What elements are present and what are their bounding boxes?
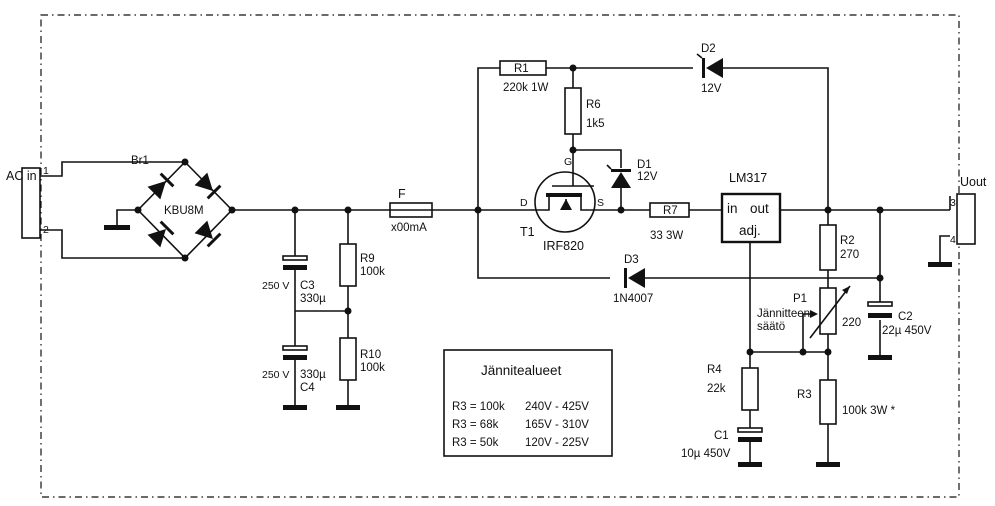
table-row-1-range: 240V - 425V xyxy=(525,401,589,413)
mosfet-t1: G D S T1 IRF820 xyxy=(520,156,604,253)
r2-value: 270 xyxy=(840,249,859,261)
resistor-r3: R3 100k 3W * xyxy=(797,379,896,425)
ground-symbol xyxy=(816,462,840,467)
junction-dots xyxy=(134,64,884,356)
uout-label: Uout xyxy=(960,175,987,189)
capacitor-c3: 250 V C3 330µ xyxy=(262,255,326,305)
r2-ref: R2 xyxy=(840,235,855,247)
c3-voltage: 250 V xyxy=(262,280,289,292)
output-connector: Uout 3 4 xyxy=(950,175,987,246)
c3-ref: C3 xyxy=(300,280,315,292)
resistor-r1: R1 220k 1W xyxy=(499,60,549,94)
r1-value: 220k 1W xyxy=(503,82,549,94)
p1-value: 220 xyxy=(842,317,861,329)
table-row-2-setting: R3 = 68k xyxy=(452,419,499,431)
r1-ref: R1 xyxy=(514,63,529,75)
c1-value: 10µ 450V xyxy=(681,448,731,460)
c4-voltage: 250 V xyxy=(262,369,289,381)
table-row-3-setting: R3 = 50k xyxy=(452,437,499,449)
capacitor-c2: C2 22µ 450V xyxy=(867,301,932,337)
resistor-r9: R9 100k xyxy=(339,243,385,287)
r7-value: 33 3W xyxy=(650,230,683,242)
ac-input-connector: AC in 1 2 xyxy=(6,165,49,239)
ground-symbol xyxy=(283,405,307,410)
ground-symbol xyxy=(868,355,892,360)
c2-ref: C2 xyxy=(898,311,913,323)
fuse-value: x00mA xyxy=(391,222,427,234)
resistor-r4: R4 22k xyxy=(707,364,759,411)
ac-in-pin-1: 1 xyxy=(43,165,49,177)
table-row-1-setting: R3 = 100k xyxy=(452,401,505,413)
r3-value: 100k 3W * xyxy=(842,405,896,417)
t1-type: IRF820 xyxy=(543,239,584,253)
ground-symbol xyxy=(738,462,762,467)
fuse-ref: F xyxy=(398,187,406,201)
r4-value: 22k xyxy=(707,383,726,395)
ground-symbol xyxy=(336,405,360,410)
r9-ref: R9 xyxy=(360,253,375,265)
br1-ref: Br1 xyxy=(131,155,149,167)
enclosure-border xyxy=(40,14,960,498)
t1-gate-label: G xyxy=(564,156,572,168)
resistor-r7: R7 33 3W xyxy=(649,202,690,242)
c4-ref: C4 xyxy=(300,382,315,394)
r4-ref: R4 xyxy=(707,364,722,376)
d1-ref: D1 xyxy=(637,159,652,171)
lm317-in: in xyxy=(727,201,738,216)
ground-symbol xyxy=(928,262,952,267)
p1-desc-line1: Jännitteen xyxy=(757,308,810,320)
uout-pin-3: 3 xyxy=(950,197,956,209)
ground-symbols xyxy=(104,225,952,467)
lm317-ref: LM317 xyxy=(729,171,767,185)
lm317-adj: adj. xyxy=(739,223,761,238)
r3-ref: R3 xyxy=(797,389,812,401)
uout-pin-4: 4 xyxy=(950,234,956,246)
capacitor-c1: C1 10µ 450V xyxy=(681,427,763,460)
regulator-lm317: LM317 in out adj. xyxy=(720,171,782,244)
resistor-r2: R2 270 xyxy=(819,224,859,271)
bridge-rectifier: Br1 KBU8M xyxy=(131,155,234,260)
table-title: Jännitealueet xyxy=(481,363,562,378)
ground-symbol xyxy=(104,225,130,230)
p1-desc-line2: säätö xyxy=(757,321,785,333)
d3-type: 1N4007 xyxy=(613,293,653,305)
r9-value: 100k xyxy=(360,266,385,278)
zener-diode-d2: D2 12V xyxy=(696,43,723,95)
d1-value: 12V xyxy=(637,171,658,183)
d2-ref: D2 xyxy=(701,43,716,55)
table-row-2-range: 165V - 310V xyxy=(525,419,589,431)
c2-value: 22µ 450V xyxy=(882,325,932,337)
t1-ref: T1 xyxy=(520,225,535,239)
c1-ref: C1 xyxy=(714,430,729,442)
ac-in-pin-2: 2 xyxy=(43,224,49,236)
fuse-f: F x00mA xyxy=(389,187,433,234)
r10-ref: R10 xyxy=(360,349,381,361)
c4-value: 330µ xyxy=(300,369,326,381)
lm317-out: out xyxy=(750,201,769,216)
t1-drain-label: D xyxy=(520,197,528,209)
resistor-r6: R6 1k5 xyxy=(564,87,605,135)
potentiometer-p1: P1 Jännitteen säätö 220 xyxy=(757,285,861,339)
c3-value: 330µ xyxy=(300,293,326,305)
t1-source-label: S xyxy=(597,197,604,209)
diode-d3: D3 1N4007 xyxy=(613,254,653,305)
r10-value: 100k xyxy=(360,362,385,374)
r7-ref: R7 xyxy=(663,205,678,217)
ac-in-label: AC in xyxy=(6,169,37,183)
d2-value: 12V xyxy=(701,83,722,95)
capacitor-c4: 250 V 330µ C4 xyxy=(262,345,326,394)
resistor-r10: R10 100k xyxy=(339,337,385,381)
table-row-3-range: 120V - 225V xyxy=(525,437,589,449)
zener-diode-d1: D1 12V xyxy=(606,159,658,188)
r6-ref: R6 xyxy=(586,99,601,111)
voltage-range-table: Jännitealueet R3 = 100k 240V - 425V R3 =… xyxy=(443,349,613,457)
br1-type: KBU8M xyxy=(164,205,204,217)
p1-ref: P1 xyxy=(793,293,807,305)
d3-ref: D3 xyxy=(624,254,639,266)
r6-value: 1k5 xyxy=(586,118,605,130)
